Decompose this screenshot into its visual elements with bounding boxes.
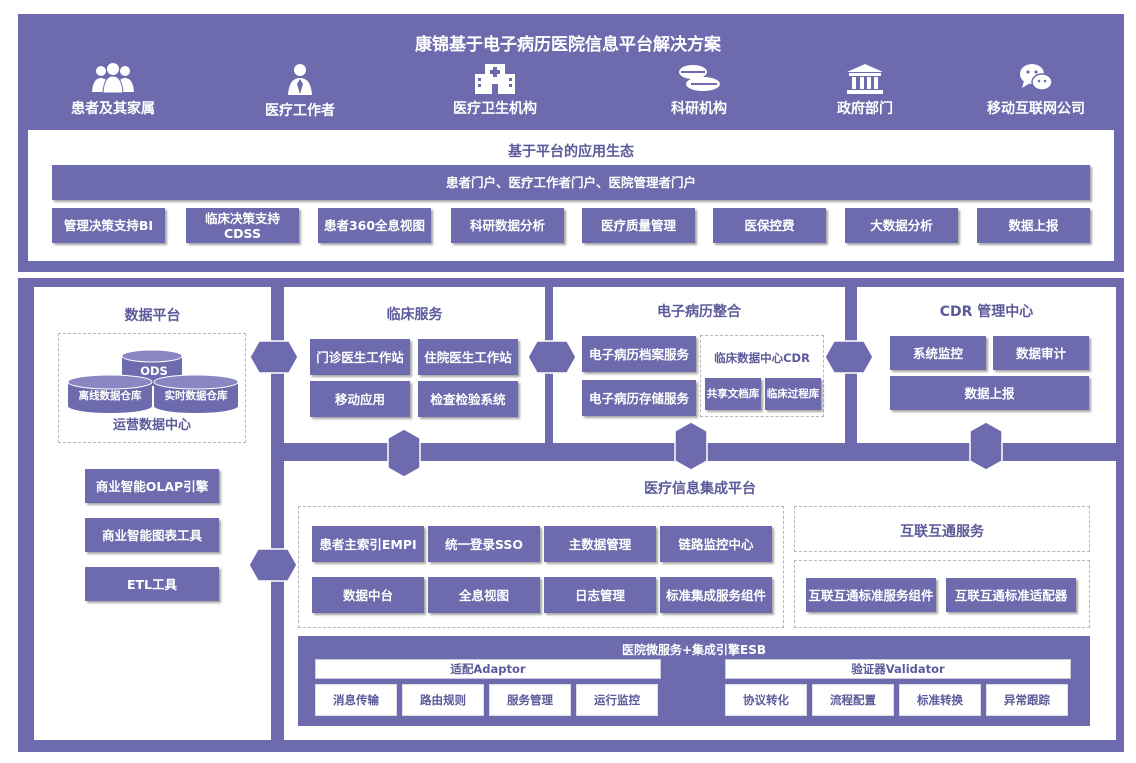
clinical-title: 临床服务 xyxy=(386,307,443,323)
doctor-icon xyxy=(288,64,312,95)
stakeholder-label: 政府部门 xyxy=(837,101,893,117)
ecosystem-app-box: 大数据分析 xyxy=(845,208,958,243)
connector-hexagon xyxy=(249,340,299,374)
pill-capsule-icon xyxy=(679,65,720,91)
integration-core-item: 数据中台 xyxy=(312,577,424,613)
connector-hexagon xyxy=(527,340,577,374)
connector-hexagon xyxy=(969,421,1003,471)
validator-item: 协议转化 xyxy=(725,684,807,716)
bi-chart-tool: 商业智能图表工具 xyxy=(85,518,219,552)
realtime-dw-label: 实时数据仓库 xyxy=(164,390,228,402)
adaptor-item: 消息传输 xyxy=(315,684,397,716)
interop-title: 互联互通服务 xyxy=(900,524,984,540)
emr-item: 电子病历存储服务 xyxy=(582,380,696,416)
emr-item: 电子病历档案服务 xyxy=(582,336,696,372)
adaptor-item: 路由规则 xyxy=(402,684,484,716)
cdr-mgmt-item: 数据审计 xyxy=(993,336,1089,370)
ecosystem-app-box: 科研数据分析 xyxy=(451,208,564,243)
connector-hexagon xyxy=(248,548,298,582)
esb-title: 医院微服务+集成引擎ESB xyxy=(621,643,767,657)
integration-core-item: 患者主索引EMPI xyxy=(312,526,424,562)
interop-item: 互联互通标准适配器 xyxy=(946,578,1076,612)
cdr-mgmt-title: CDR 管理中心 xyxy=(939,304,1034,320)
stakeholder-label: 移动互联网公司 xyxy=(987,101,1085,117)
stakeholder-patients: 患者及其家属 xyxy=(38,62,188,118)
ods-label: ODS xyxy=(140,364,168,378)
people-group-icon xyxy=(92,63,134,94)
validator-item: 异常跟踪 xyxy=(986,684,1068,716)
ecosystem-app-box: 医疗质量管理 xyxy=(582,208,695,243)
ecosystem-app-box: 临床决策支持 CDSS xyxy=(186,208,299,243)
integration-core-item: 全息视图 xyxy=(428,577,540,613)
ecosystem-app-box: 数据上报 xyxy=(977,208,1090,243)
integration-core-item: 标准集成服务组件 xyxy=(660,577,772,613)
integration-core-item: 统一登录SSO xyxy=(428,526,540,562)
etl-tool: ETL工具 xyxy=(85,567,219,601)
cdr-item: 临床过程库 xyxy=(765,378,821,410)
cdr-item: 共享文档库 xyxy=(705,378,761,410)
interop-title-box xyxy=(794,506,1090,552)
offline-dw-label: 离线数据仓库 xyxy=(78,390,142,402)
emr-title: 电子病历整合 xyxy=(657,304,741,320)
cdr-box xyxy=(700,335,824,417)
integration-core-box xyxy=(298,506,784,628)
ecosystem-app-box: 患者360全息视图 xyxy=(318,208,431,243)
cdr-title: 临床数据中心CDR xyxy=(714,351,810,365)
ecosystem-app-box: 医保控费 xyxy=(713,208,826,243)
chat-bubble-icon xyxy=(1020,64,1053,91)
data-platform-title: 数据平台 xyxy=(124,308,181,324)
stakeholder-label: 患者及其家属 xyxy=(71,101,155,117)
connector-hexagon xyxy=(824,340,874,374)
portal-bar: 患者门户、医疗工作者门户、医院管理者门户 xyxy=(52,165,1090,200)
stakeholder-label: 科研机构 xyxy=(671,101,727,117)
adaptor-title: 适配Adaptor xyxy=(315,659,661,679)
validator-item: 流程配置 xyxy=(812,684,894,716)
integration-core-item: 日志管理 xyxy=(544,577,656,613)
stakeholder-medical-workers: 医疗工作者 xyxy=(225,62,375,120)
stakeholder-government: 政府部门 xyxy=(790,62,940,118)
data-warehouse-cylinders xyxy=(67,349,239,413)
validator-item: 标准转换 xyxy=(899,684,981,716)
integration-title: 医疗信息集成平台 xyxy=(644,481,756,497)
clinical-item: 门诊医生工作站 xyxy=(310,339,410,375)
integration-core-item: 链路监控中心 xyxy=(660,526,772,562)
adaptor-item: 服务管理 xyxy=(489,684,571,716)
interop-items-box xyxy=(794,560,1090,628)
clinical-item: 住院医生工作站 xyxy=(418,339,518,375)
page-title: 康锦基于电子病历医院信息平台解决方案 xyxy=(415,35,721,55)
clinical-item: 移动应用 xyxy=(310,381,410,417)
interop-item: 互联互通标准服务组件 xyxy=(806,578,936,612)
connector-hexagon xyxy=(387,428,421,478)
bi-olap-engine: 商业智能OLAP引擎 xyxy=(85,469,219,503)
ecosystem-title: 基于平台的应用生态 xyxy=(508,144,634,160)
clinical-item: 检查检验系统 xyxy=(418,381,518,417)
cdr-mgmt-item: 数据上报 xyxy=(890,376,1089,410)
stakeholder-health-institutions: 医疗卫生机构 xyxy=(420,62,570,118)
ecosystem-app-box: 管理决策支持BI xyxy=(52,208,165,243)
integration-core-item: 主数据管理 xyxy=(544,526,656,562)
connector-hexagon xyxy=(674,421,708,471)
ops-data-center-label: 运营数据中心 xyxy=(112,418,191,433)
stakeholder-label: 医疗卫生机构 xyxy=(453,101,537,117)
government-building-icon xyxy=(847,64,883,94)
stakeholder-mobile-internet: 移动互联网公司 xyxy=(961,62,1111,118)
stakeholder-label: 医疗工作者 xyxy=(265,103,335,119)
stakeholder-research: 科研机构 xyxy=(624,62,774,118)
validator-title: 验证器Validator xyxy=(725,659,1071,679)
ops-data-center-box xyxy=(58,333,246,443)
cdr-mgmt-item: 系统监控 xyxy=(890,336,986,370)
hospital-building-icon xyxy=(475,64,515,94)
adaptor-item: 运行监控 xyxy=(576,684,658,716)
